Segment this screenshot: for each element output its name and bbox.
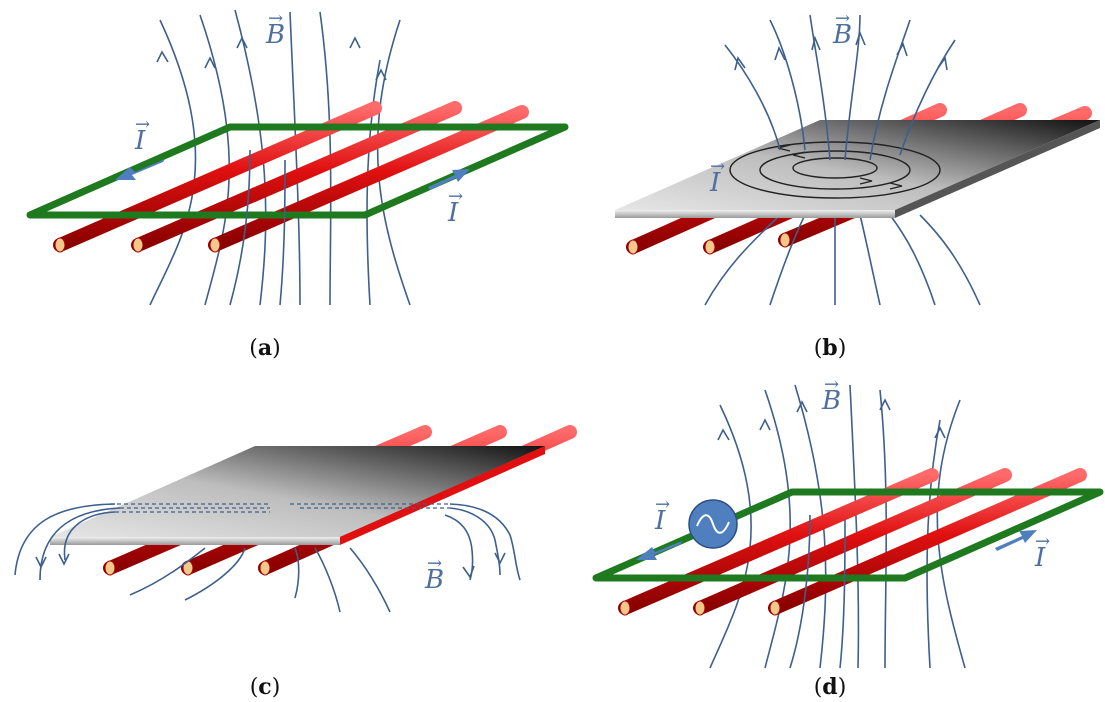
panel-d-caption: (d) [813, 674, 847, 700]
panel-d-current-symbol-left: →I [655, 494, 671, 536]
panel-c-field-symbol: →B [425, 553, 445, 595]
panel-d-rod-3 [768, 468, 1087, 616]
panel-b-field-lines-bottom [704, 214, 981, 306]
panel-d-current-arrow-right [995, 530, 1037, 551]
panel-a-current-arrow-right [428, 169, 470, 190]
panel-a [26, 9, 569, 306]
panel-c-plate [50, 446, 545, 545]
panel-b-eddy-currents [729, 141, 941, 199]
panel-d-rod-1 [618, 468, 939, 616]
panel-d-rods [618, 468, 1087, 616]
panel-d-field-symbol: →B [822, 374, 842, 416]
panel-d-field-arrowheads [717, 398, 946, 441]
panel-c-field-lines [14, 503, 521, 613]
panel-d-current-symbol-right: →I [1035, 531, 1051, 573]
panel-d-rod-2 [693, 468, 1012, 616]
panel-a-rod-1 [53, 101, 382, 253]
panel-a-field-arrowheads [156, 36, 387, 81]
panel-b-current-symbol: →I [710, 156, 726, 198]
panel-b [615, 14, 1100, 306]
panel-a-field-symbol: →B [266, 8, 286, 50]
panel-b-caption: (b) [813, 335, 847, 361]
panel-c-caption: (c) [249, 674, 281, 700]
panel-a-rods [53, 101, 529, 253]
panel-b-field-arrowheads [734, 30, 948, 71]
panel-c [14, 425, 577, 613]
sine-wave-icon [696, 514, 730, 534]
panel-a-current-loop [26, 123, 569, 219]
panel-d-current-arrow-left [636, 541, 682, 560]
panel-d-field-lines-front [789, 514, 846, 669]
panel-b-field-symbol: →B [833, 8, 853, 50]
panel-d [592, 384, 1104, 669]
panel-a-caption: (a) [249, 335, 281, 361]
panel-a-current-arrow-left [115, 159, 165, 180]
panel-d-field-lines-back [709, 384, 966, 669]
panel-b-field-lines-top [724, 14, 956, 161]
panel-a-current-symbol-left: →I [135, 114, 151, 156]
panel-d-ac-source [688, 499, 738, 549]
panel-c-field-arrowheads [35, 552, 506, 579]
panel-a-rod-3 [208, 105, 529, 253]
panel-a-rod-2 [131, 101, 462, 253]
panel-a-field-lines-back [149, 9, 411, 306]
panel-a-field-lines-front [229, 149, 286, 306]
panel-b-plate [615, 120, 1100, 218]
panel-c-field-lines-under [110, 503, 450, 513]
panel-a-current-symbol-right: →I [448, 186, 464, 228]
